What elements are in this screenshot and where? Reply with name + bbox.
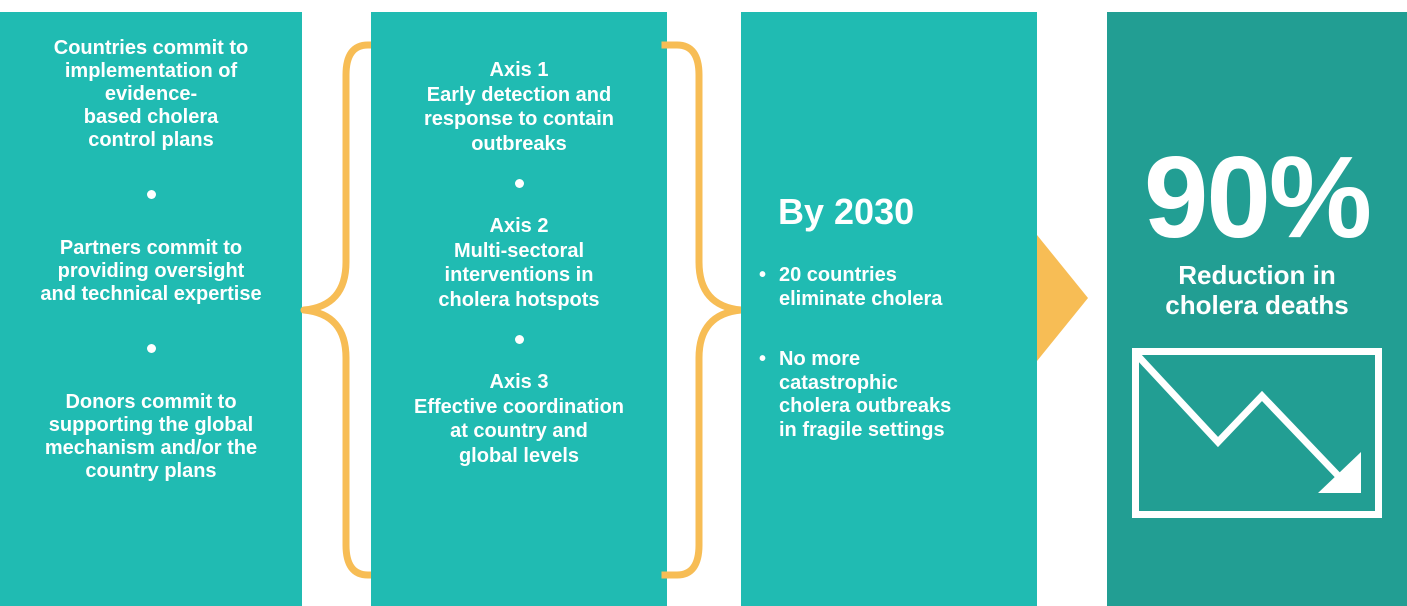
commitment-line: Partners commit to bbox=[59, 237, 243, 259]
axis-2-block: Axis 2 Multi-sectoral interventions in c… bbox=[371, 214, 667, 312]
goal-line: in fragile settings bbox=[779, 418, 945, 441]
commitments-list: Countries commit to implementation of ev… bbox=[0, 37, 302, 483]
commitment-line: supporting the global bbox=[48, 414, 254, 436]
result-panel: 90% Reduction in cholera deaths bbox=[1107, 12, 1407, 606]
left-brace-icon bbox=[300, 41, 384, 579]
donors-commitment: Donors commit to supporting the global m… bbox=[0, 391, 302, 483]
axis-line: Early detection and bbox=[426, 83, 612, 106]
commitment-line: control plans bbox=[88, 129, 214, 151]
result-label-line: Reduction in bbox=[1178, 260, 1336, 290]
goal-text: No more catastrophic cholera outbreaks i… bbox=[779, 348, 1019, 442]
axis-line: Multi-sectoral bbox=[453, 239, 585, 262]
axis-title: Axis 1 bbox=[489, 59, 549, 81]
axis-line: at country and bbox=[450, 420, 588, 442]
trend-down-icon bbox=[1132, 348, 1382, 518]
commitment-line: Donors commit to bbox=[65, 391, 237, 413]
goal-item: • No more catastrophic cholera outbreaks… bbox=[759, 348, 1019, 442]
partners-commitment: Partners commit to providing oversight a… bbox=[0, 237, 302, 306]
goal-text: 20 countries eliminate cholera bbox=[779, 264, 1019, 311]
goal-line: No more bbox=[779, 348, 861, 370]
commitment-line: Countries commit to bbox=[53, 37, 249, 59]
separator-dot bbox=[514, 179, 524, 188]
countries-commitment: Countries commit to implementation of ev… bbox=[0, 37, 302, 152]
axis-line: response to contain bbox=[423, 108, 615, 130]
axis-line: outbreaks bbox=[471, 132, 567, 155]
goal-line: cholera outbreaks bbox=[779, 395, 952, 417]
axis-title: Axis 3 bbox=[489, 371, 549, 393]
commitment-line: providing oversight bbox=[57, 260, 245, 282]
separator-dot bbox=[514, 335, 524, 344]
result-percent: 90% bbox=[1143, 132, 1372, 262]
axes-panel: Axis 1 Early detection and response to c… bbox=[371, 12, 667, 606]
axis-line: cholera hotspots bbox=[438, 288, 600, 311]
axes-list: Axis 1 Early detection and response to c… bbox=[371, 58, 667, 468]
commitments-panel: Countries commit to implementation of ev… bbox=[0, 12, 302, 606]
arrow-right-icon bbox=[1037, 235, 1088, 361]
axis-line: Effective coordination bbox=[413, 395, 625, 418]
goals-panel: By 2030 • 20 countries eliminate cholera… bbox=[741, 12, 1037, 606]
commitment-line: evidence- bbox=[104, 83, 198, 105]
goal-line: eliminate cholera bbox=[779, 287, 943, 310]
axis-title: Axis 2 bbox=[489, 215, 549, 237]
commitment-line: implementation of bbox=[64, 60, 238, 82]
separator-dot bbox=[146, 344, 156, 353]
goal-item: • 20 countries eliminate cholera bbox=[759, 264, 1019, 311]
axis-3-block: Axis 3 Effective coordination at country… bbox=[371, 370, 667, 468]
bullet-icon: • bbox=[759, 348, 767, 370]
bullet-icon: • bbox=[759, 264, 767, 286]
goal-line: catastrophic bbox=[779, 371, 898, 394]
goals-title: By 2030 bbox=[778, 191, 915, 232]
goal-line: 20 countries bbox=[779, 264, 897, 286]
result-label-line: cholera deaths bbox=[1165, 290, 1349, 320]
axis-line: interventions in bbox=[444, 264, 594, 286]
commitment-line: country plans bbox=[85, 460, 217, 482]
axis-1-block: Axis 1 Early detection and response to c… bbox=[371, 58, 667, 156]
commitment-line: based cholera bbox=[83, 106, 219, 128]
commitment-line: and technical expertise bbox=[40, 283, 262, 305]
commitment-line: mechanism and/or the bbox=[44, 437, 258, 459]
separator-dot bbox=[146, 190, 156, 199]
axis-line: global levels bbox=[458, 444, 580, 467]
right-brace-icon bbox=[661, 41, 745, 579]
result-label: Reduction in cholera deaths bbox=[1107, 260, 1407, 320]
